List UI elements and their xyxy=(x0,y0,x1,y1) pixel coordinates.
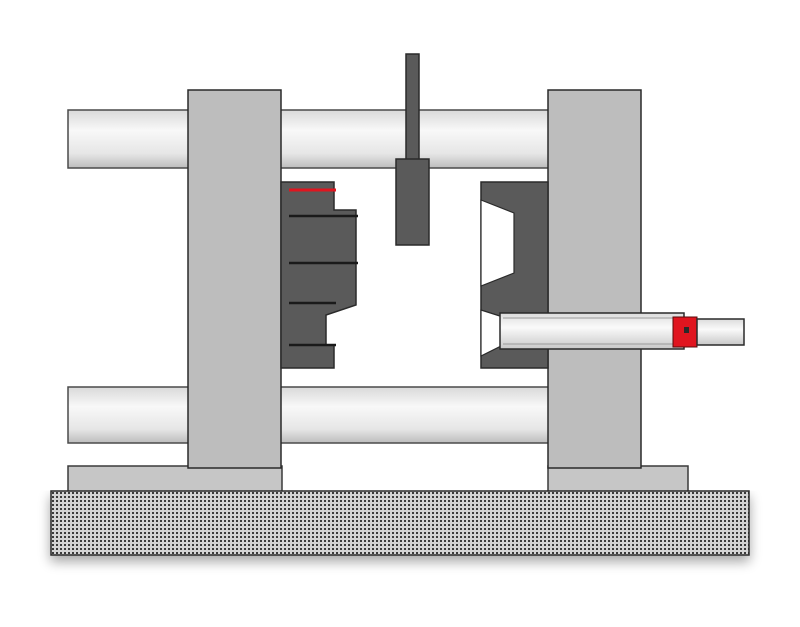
machine-base xyxy=(50,490,750,556)
sprue-picker-rod xyxy=(405,53,420,163)
sprue-picker-head xyxy=(395,158,430,246)
nozzle-ring-detail xyxy=(684,327,689,333)
moving-platen xyxy=(187,89,282,469)
core-mold-half xyxy=(280,181,357,369)
left-platen-foot xyxy=(67,465,283,493)
upper-tie-bar xyxy=(67,109,559,169)
screw-shaft xyxy=(696,318,745,346)
lower-tie-bar xyxy=(67,386,559,444)
right-platen-foot xyxy=(547,465,689,493)
mold-cavity xyxy=(480,199,515,287)
stationary-platen xyxy=(547,89,642,469)
